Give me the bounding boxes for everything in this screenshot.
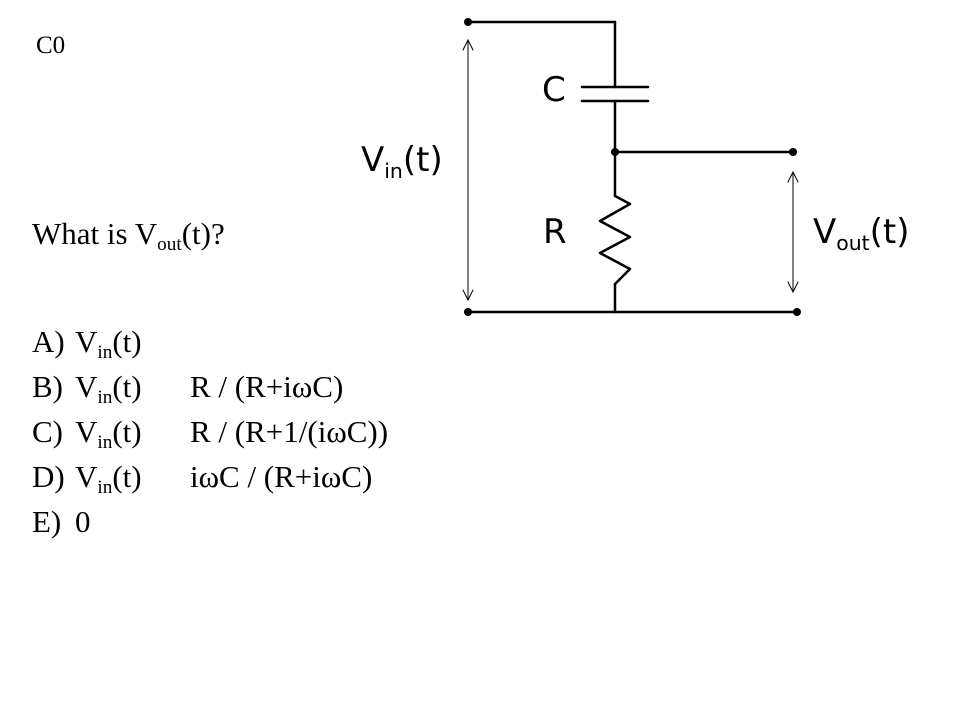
vout-arg: (t) [869,212,910,252]
terminal-dot-output-top [789,148,797,156]
option-symbol-main: V [75,459,98,494]
option-b: B)Vin(t)R / (R+iωC) [32,368,388,413]
option-c: C)Vin(t)R / (R+1/(iωC)) [32,413,388,458]
option-expression: iωC / (R+iωC) [190,459,373,494]
option-symbol: Vin(t) [75,368,190,411]
answer-options: A)Vin(t) B)Vin(t)R / (R+iωC) C)Vin(t)R /… [32,323,388,548]
slide-label: C0 [36,32,66,59]
terminal-dot-top-left [464,18,472,26]
resistor-zigzag [598,194,632,286]
option-symbol-arg: (t) [112,414,142,449]
option-symbol-main: V [75,324,98,359]
vout-symbol: V [813,212,837,252]
vout-arrow-head-bottom [787,281,799,294]
vin-arrow-head-bottom [462,289,474,302]
option-d: D)Vin(t)iωC / (R+iωC) [32,458,388,503]
vin-subscript: in [384,159,403,184]
option-symbol-subscript: in [97,342,113,364]
option-letter: B) [32,369,63,404]
vin-label: Vin(t) [361,140,443,184]
capacitor-label: C [542,70,566,110]
vin-symbol: V [361,140,385,180]
option-letter: A) [32,324,65,359]
option-symbol-arg: (t) [112,369,142,404]
option-expression: R / (R+1/(iωC)) [190,414,389,449]
option-symbol: Vin(t) [75,323,190,366]
option-symbol-subscript: in [97,477,113,499]
vout-arrow-head-top [787,170,799,183]
option-symbol-subscript: in [97,432,113,454]
option-symbol: 0 [75,503,190,546]
option-a: A) Vin(t) [32,323,388,368]
junction-dot [611,148,619,156]
option-symbol-arg: (t) [112,459,142,494]
resistor-label: R [543,212,567,252]
question-prefix: What is V [32,216,158,251]
option-symbol-main: V [75,414,98,449]
option-e: E) 0 [32,503,388,548]
option-letter: E) [32,504,62,539]
terminal-dot-bottom-left [464,308,472,316]
option-symbol-main: 0 [75,504,91,539]
option-symbol-main: V [75,369,98,404]
question: What is Vout(t)? [32,215,225,258]
vout-subscript: out [836,231,870,256]
option-symbol-subscript: in [97,387,113,409]
option-symbol: Vin(t) [75,413,190,456]
option-expression: R / (R+iωC) [190,369,344,404]
option-symbol-arg: (t) [112,324,142,359]
option-letter: C) [32,414,63,449]
vout-label: Vout(t) [813,212,910,256]
option-symbol: Vin(t) [75,458,190,501]
question-subscript: out [157,234,182,256]
vin-arg: (t) [402,140,443,180]
question-suffix: (t)? [181,216,225,251]
option-letter: D) [32,459,65,494]
vin-arrow-head-top [462,38,474,51]
terminal-dot-output-bottom [793,308,801,316]
